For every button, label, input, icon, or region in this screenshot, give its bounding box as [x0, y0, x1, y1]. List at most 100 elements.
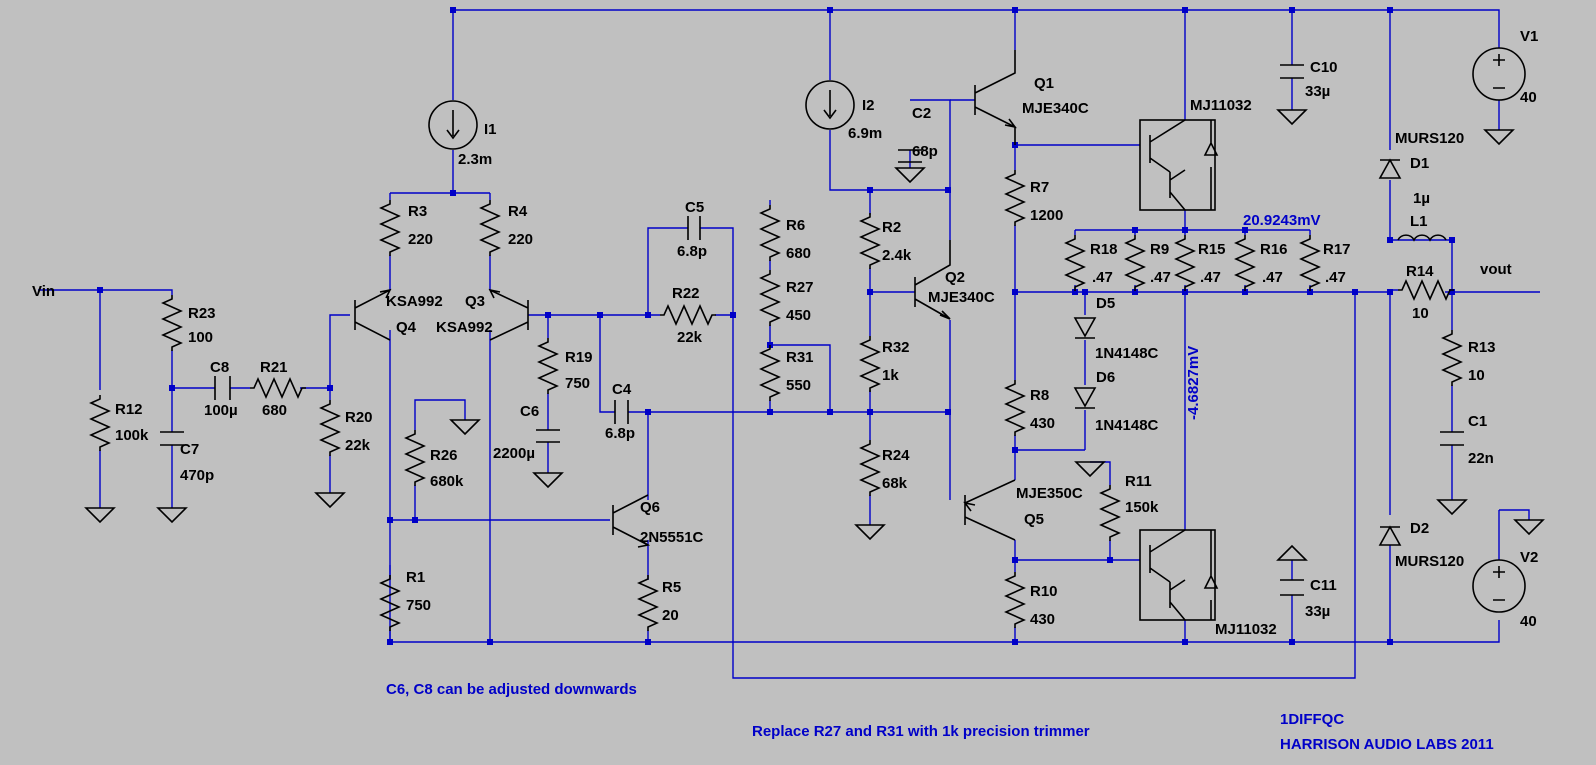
label-d2-value: MURS120 [1395, 553, 1464, 570]
label-q5: Q5 [1024, 511, 1044, 528]
label-r1: R1 [406, 569, 425, 586]
label-mj-lower: MJ11032 [1215, 621, 1277, 638]
label-c6: C6 [520, 403, 539, 420]
label-c4-value: 6.8p [605, 425, 635, 442]
diode-d5 [1073, 317, 1097, 339]
label-q4-name: Q4 [396, 319, 417, 336]
note-adjust: C6, C8 can be adjusted downwards [386, 681, 637, 698]
note-trimmer: Replace R27 and R31 with 1k precision tr… [752, 723, 1090, 740]
label-q4: KSA992 [386, 293, 443, 310]
label-v1: V1 [1520, 28, 1538, 45]
label-i2: I2 [862, 97, 875, 114]
label-c5-value: 6.8p [677, 243, 707, 260]
cap-c11 [1280, 579, 1304, 596]
probe-bias-voltage: 20.9243mV [1243, 212, 1321, 229]
label-c10: C10 [1310, 59, 1338, 76]
label-r27-value: 450 [786, 307, 811, 324]
label-q2: Q2 [945, 269, 965, 286]
label-c7: C7 [180, 441, 199, 458]
label-l1: L1 [1410, 213, 1428, 230]
label-r8: R8 [1030, 387, 1049, 404]
cap-c10 [1280, 64, 1304, 79]
label-v2: V2 [1520, 549, 1538, 566]
label-r18-value: .47 [1092, 269, 1113, 286]
label-q6: Q6 [640, 499, 660, 516]
transistor-mj11032-upper [1139, 119, 1219, 211]
label-r13-value: 10 [1468, 367, 1485, 384]
transistor-q2 [914, 240, 951, 320]
label-d1: D1 [1410, 155, 1429, 172]
label-r3-value: 220 [408, 231, 433, 248]
label-r22-value: 22k [677, 329, 703, 346]
label-c7-value: 470p [180, 467, 214, 484]
label-d6-value: 1N4148C [1095, 417, 1159, 434]
transistor-q5 [963, 479, 1016, 541]
label-r23: R23 [188, 305, 216, 322]
label-c4: C4 [612, 381, 632, 398]
probe-vbe-voltage: -4.6827mV [1185, 346, 1202, 420]
label-l1-value: 1µ [1413, 190, 1430, 207]
label-c2: C2 [912, 105, 931, 122]
label-r9: R9 [1150, 241, 1169, 258]
components [85, 47, 1544, 632]
cap-c2 [898, 149, 922, 163]
label-r22: R22 [672, 285, 700, 302]
label-d6: D6 [1096, 369, 1115, 386]
label-r11: R11 [1125, 473, 1152, 490]
label-v2-value: 40 [1520, 613, 1537, 630]
label-r14-value: 10 [1412, 305, 1429, 322]
label-r23-value: 100 [188, 329, 213, 346]
label-r6-value: 680 [786, 245, 811, 262]
label-r3: R3 [408, 203, 427, 220]
label-d2: D2 [1410, 520, 1429, 537]
label-i1-value: 2.3m [458, 151, 492, 168]
cap-c7 [160, 431, 184, 446]
label-r26: R26 [430, 447, 458, 464]
label-r15-value: .47 [1200, 269, 1221, 286]
label-r31: R31 [786, 349, 814, 366]
transistor-q6 [612, 494, 651, 548]
cap-c4 [614, 400, 629, 424]
label-r10-value: 430 [1030, 611, 1055, 628]
cap-c5 [687, 216, 701, 240]
label-r13: R13 [1468, 339, 1496, 356]
label-r32-value: 1k [882, 367, 899, 384]
title-block-company: HARRISON AUDIO LABS 2011 [1280, 736, 1494, 753]
transistor-q3 [488, 288, 529, 341]
label-c1-value: 22n [1468, 450, 1494, 467]
label-r24-value: 68k [882, 475, 908, 492]
label-r21: R21 [260, 359, 288, 376]
label-r17: R17 [1323, 241, 1351, 258]
label-r2-value: 2.4k [882, 247, 912, 264]
label-r7-value: 1200 [1030, 207, 1063, 224]
label-q1: Q1 [1034, 75, 1054, 92]
label-r20-value: 22k [345, 437, 371, 454]
label-r1-value: 750 [406, 597, 431, 614]
label-vin: Vin [32, 283, 55, 300]
label-q3: Q3 [465, 293, 485, 310]
label-c8: C8 [210, 359, 229, 376]
inductor-l1 [1397, 234, 1447, 242]
label-r26-value: 680k [430, 473, 464, 490]
labels: Vin vout V1 40 V2 40 I1 2.3m I2 6.9m R3 … [32, 28, 1538, 753]
title-block-id: 1DIFFQC [1280, 711, 1344, 728]
label-r16-value: .47 [1262, 269, 1283, 286]
label-r16: R16 [1260, 241, 1288, 258]
transistor-q4 [354, 288, 392, 341]
label-r19: R19 [565, 349, 593, 366]
label-r32: R32 [882, 339, 910, 356]
label-d1-value: MURS120 [1395, 130, 1464, 147]
label-r6: R6 [786, 217, 805, 234]
label-c2-value: 68p [912, 143, 938, 160]
label-d5: D5 [1096, 295, 1115, 312]
label-i1: I1 [484, 121, 497, 138]
label-q2-value: MJE340C [928, 289, 995, 306]
ground-c11 [1276, 544, 1308, 561]
label-r20: R20 [345, 409, 373, 426]
label-r12: R12 [115, 401, 143, 418]
label-c5: C5 [685, 199, 704, 216]
label-r18: R18 [1090, 241, 1118, 258]
label-r4: R4 [508, 203, 528, 220]
label-r21-value: 680 [262, 402, 287, 419]
